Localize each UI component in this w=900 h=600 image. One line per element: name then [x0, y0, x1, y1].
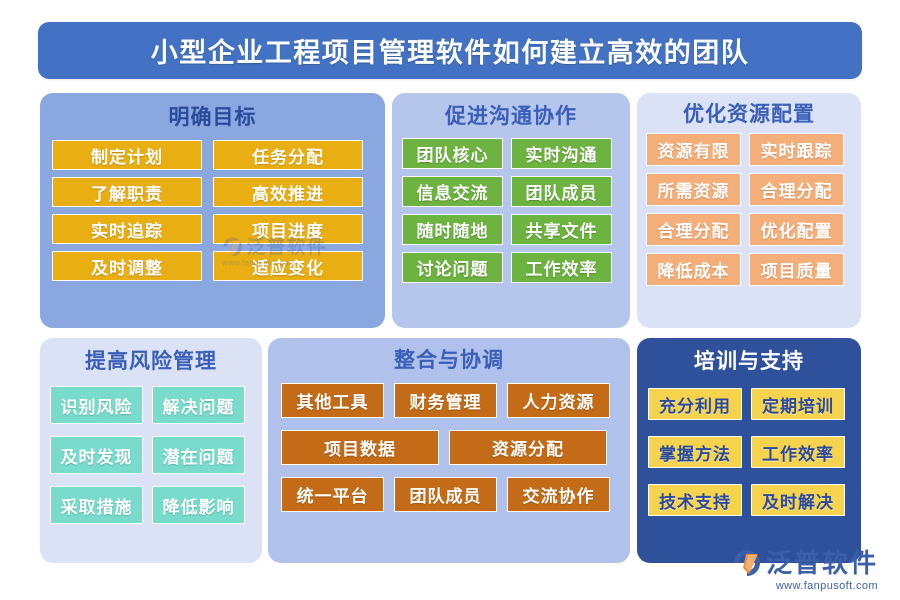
- chip-item[interactable]: 工作效率: [751, 436, 845, 468]
- panel-resource-allocation: 优化资源配置 资源有限 实时跟踪 所需资源 合理分配 合理分配 优化配置 降低成…: [637, 93, 861, 328]
- chip-item[interactable]: 充分利用: [648, 388, 742, 420]
- panel-communication: 促进沟通协作 团队核心 实时沟通 信息交流 团队成员 随时随地 共享文件 讨论问…: [392, 93, 630, 328]
- chip-item[interactable]: 及时解决: [751, 484, 845, 516]
- chip-item[interactable]: 识别风险: [50, 386, 143, 424]
- chip-item[interactable]: 所需资源: [646, 173, 741, 206]
- chip-item[interactable]: 实时跟踪: [749, 133, 844, 166]
- chip-item[interactable]: 工作效率: [511, 252, 612, 283]
- chip-item[interactable]: 团队成员: [511, 176, 612, 207]
- chip-item[interactable]: 解决问题: [152, 386, 245, 424]
- panel-training-support-items: 充分利用 定期培训 掌握方法 工作效率 技术支持 及时解决: [637, 374, 861, 527]
- chip-item[interactable]: 优化配置: [749, 213, 844, 246]
- chip-item[interactable]: 团队成员: [394, 477, 497, 512]
- page-title-bar: 小型企业工程项目管理软件如何建立高效的团队: [38, 22, 862, 79]
- chip-item[interactable]: 财务管理: [394, 383, 497, 418]
- panel-communication-title: 促进沟通协作: [445, 104, 577, 128]
- chip-item[interactable]: 掌握方法: [648, 436, 742, 468]
- chip-item[interactable]: 交流协作: [507, 477, 610, 512]
- chip-item[interactable]: 技术支持: [648, 484, 742, 516]
- chip-item[interactable]: 团队核心: [402, 138, 503, 169]
- chip-item[interactable]: 项目数据: [281, 430, 439, 465]
- chip-item[interactable]: 制定计划: [52, 140, 202, 170]
- page-title: 小型企业工程项目管理软件如何建立高效的团队: [150, 38, 750, 68]
- chip-item[interactable]: 其他工具: [281, 383, 384, 418]
- chip-item[interactable]: 资源有限: [646, 133, 741, 166]
- panel-goals-items: 制定计划 任务分配 了解职责 高效推进 实时追踪 项目进度 及时调整 适应变化: [40, 130, 385, 293]
- panel-resource-allocation-items: 资源有限 实时跟踪 所需资源 合理分配 合理分配 优化配置 降低成本 项目质量: [637, 126, 861, 295]
- panel-training-support-title: 培训与支持: [694, 349, 804, 373]
- panel-integration: 整合与协调 其他工具 财务管理 人力资源 项目数据 资源分配 统一平台 团队成员…: [268, 338, 630, 563]
- chip-item[interactable]: 了解职责: [52, 177, 202, 207]
- chip-item[interactable]: 潜在问题: [152, 436, 245, 474]
- panel-goals: 明确目标 制定计划 任务分配 了解职责 高效推进 实时追踪 项目进度 及时调整 …: [40, 93, 385, 328]
- chip-item[interactable]: 采取措施: [50, 486, 143, 524]
- panel-integration-items: 其他工具 财务管理 人力资源 项目数据 资源分配 统一平台 团队成员 交流协作: [268, 372, 630, 523]
- chip-item[interactable]: 任务分配: [213, 140, 363, 170]
- chip-item[interactable]: 统一平台: [281, 477, 384, 512]
- panel-integration-title: 整合与协调: [394, 348, 504, 372]
- chip-item[interactable]: 及时发现: [50, 436, 143, 474]
- chip-item[interactable]: 实时沟通: [511, 138, 612, 169]
- chip-item[interactable]: 项目进度: [213, 214, 363, 244]
- chip-item[interactable]: 合理分配: [749, 173, 844, 206]
- chip-item[interactable]: 定期培训: [751, 388, 845, 420]
- chip-item[interactable]: 讨论问题: [402, 252, 503, 283]
- chip-item[interactable]: 人力资源: [507, 383, 610, 418]
- chip-item[interactable]: 适应变化: [213, 251, 363, 281]
- panel-training-support: 培训与支持 充分利用 定期培训 掌握方法 工作效率 技术支持 及时解决: [637, 338, 861, 563]
- chip-item[interactable]: 实时追踪: [52, 214, 202, 244]
- panel-resource-allocation-title: 优化资源配置: [683, 102, 815, 126]
- panel-risk-management-items: 识别风险 解决问题 及时发现 潜在问题 采取措施 降低影响: [40, 374, 262, 534]
- panel-risk-management-title: 提高风险管理: [85, 349, 217, 373]
- chip-item[interactable]: 随时随地: [402, 214, 503, 245]
- panel-goals-title: 明确目标: [168, 105, 257, 129]
- chip-item[interactable]: 共享文件: [511, 214, 612, 245]
- chip-item[interactable]: 降低成本: [646, 253, 741, 286]
- panel-communication-items: 团队核心 实时沟通 信息交流 团队成员 随时随地 共享文件 讨论问题 工作效率: [392, 129, 630, 293]
- chip-item[interactable]: 及时调整: [52, 251, 202, 281]
- chip-item[interactable]: 项目质量: [749, 253, 844, 286]
- watermark-url: www.fanpusoft.com: [775, 580, 878, 592]
- chip-item[interactable]: 高效推进: [213, 177, 363, 207]
- panel-risk-management: 提高风险管理 识别风险 解决问题 及时发现 潜在问题 采取措施 降低影响: [40, 338, 262, 563]
- chip-item[interactable]: 合理分配: [646, 213, 741, 246]
- chip-item[interactable]: 信息交流: [402, 176, 503, 207]
- chip-item[interactable]: 资源分配: [449, 430, 607, 465]
- chip-item[interactable]: 降低影响: [152, 486, 245, 524]
